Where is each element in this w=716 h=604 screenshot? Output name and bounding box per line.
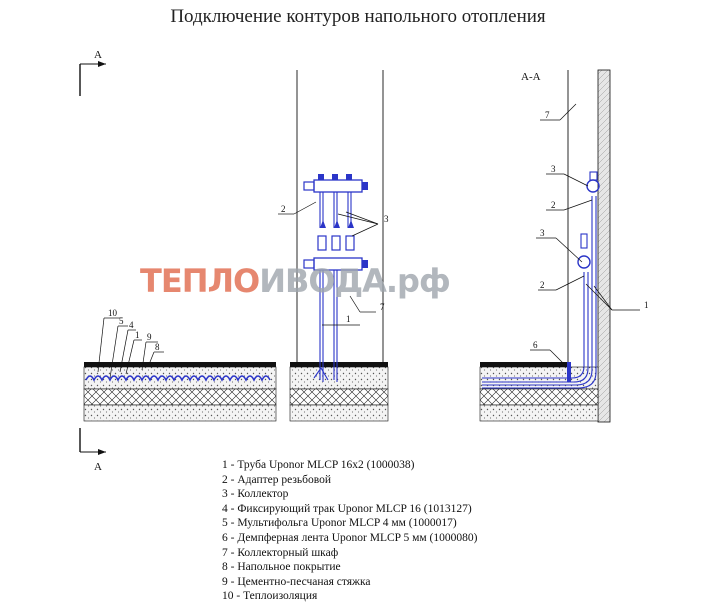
legend-item: 1 - Труба Uponor MLCP 16х2 (1000038) xyxy=(222,459,415,471)
legend-list: 1 - Труба Uponor MLCP 16х2 (1000038) 2 -… xyxy=(222,458,477,604)
callout-7: 7 xyxy=(380,302,385,312)
legend-item: 6 - Демпферная лента Uponor MLCP 5 мм (1… xyxy=(222,531,478,544)
page-title: Подключение контуров напольного отоплени… xyxy=(170,6,546,27)
watermark-part-2: ИВОДА.рф xyxy=(259,262,450,300)
callout-numbers-left: 10 5 4 1 9 8 xyxy=(108,308,160,352)
section-mark-bottom: А xyxy=(79,428,106,473)
callout-4: 4 xyxy=(129,320,134,330)
callout-numbers-middle: 2 3 1 7 xyxy=(281,204,389,324)
section-title: А-А xyxy=(521,71,541,83)
section-mark-top: А xyxy=(79,49,106,96)
legend-item: 5 - Мультифольга Uponor MLCP 4 мм (10000… xyxy=(222,517,457,530)
callout-2: 2 xyxy=(281,204,286,214)
legend-item: 10 - Теплоизоляция xyxy=(222,590,318,603)
watermark-part-1: ТЕПЛО xyxy=(140,262,260,300)
manifold-assembly xyxy=(303,174,368,382)
callout-1: 1 xyxy=(644,300,649,310)
callout-2: 2 xyxy=(551,200,556,210)
callout-10: 10 xyxy=(108,308,118,318)
callouts-left xyxy=(97,317,164,379)
callout-3: 3 xyxy=(540,228,545,238)
legend-item: 3 - Коллектор xyxy=(222,488,289,501)
callout-numbers-right: 7 3 2 3 2 1 6 xyxy=(533,110,649,350)
callouts-middle xyxy=(278,201,379,326)
callout-1: 1 xyxy=(346,314,351,324)
callout-8: 8 xyxy=(155,342,160,352)
callout-7: 7 xyxy=(545,110,550,120)
callout-5: 5 xyxy=(119,316,124,326)
watermark-logo: ТЕПЛОИВОДА.рф xyxy=(140,262,451,300)
callout-3: 3 xyxy=(551,164,556,174)
floor-section-left xyxy=(83,362,277,422)
section-letter-top: А xyxy=(94,49,102,61)
pipe-riser-right xyxy=(482,171,600,389)
callout-3: 3 xyxy=(384,214,389,224)
legend-item: 9 - Цементно-песчаная стяжка xyxy=(222,575,371,588)
callout-9: 9 xyxy=(147,332,152,342)
callout-2: 2 xyxy=(540,280,545,290)
legend-item: 2 - Адаптер резьбовой xyxy=(222,473,331,486)
collector-cabinet xyxy=(289,70,389,422)
legend-item: 4 - Фиксирующий трак Uponor MLCP 16 (101… xyxy=(222,502,472,515)
legend-item: 7 - Коллекторный шкаф xyxy=(222,546,339,559)
legend-item: 8 - Напольное покрытие xyxy=(222,561,341,574)
callout-1: 1 xyxy=(135,330,140,340)
wall-section xyxy=(479,69,611,423)
callout-6: 6 xyxy=(533,340,538,350)
section-letter-bottom: А xyxy=(94,461,102,473)
callouts-right xyxy=(530,103,640,367)
